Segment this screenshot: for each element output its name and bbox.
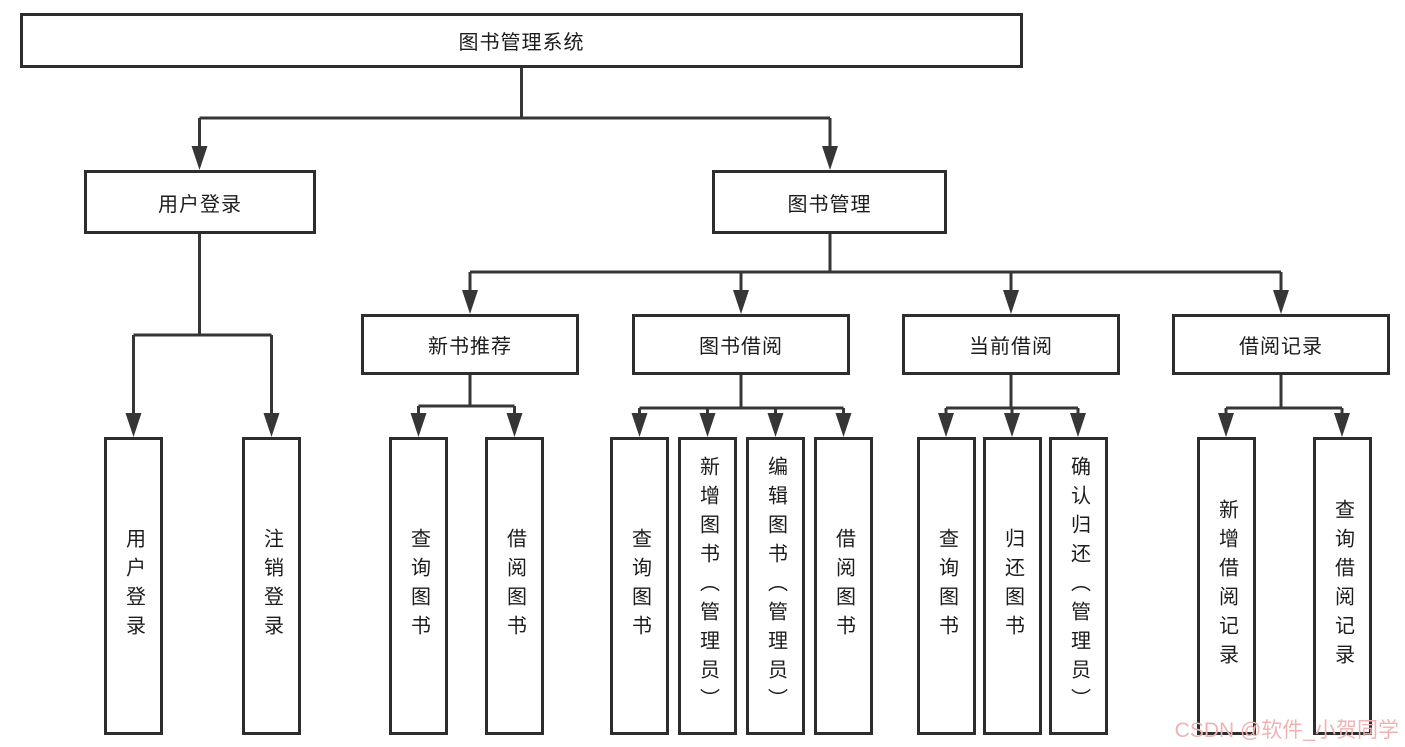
leaf-logout: 注销登录 bbox=[242, 437, 301, 735]
leaf-borrow-query-books: 查询图书 bbox=[610, 437, 669, 735]
leaf-current-query-books: 查询图书 bbox=[917, 437, 976, 735]
leaf-query-borrow-record: 查询借阅记录 bbox=[1313, 437, 1372, 735]
leaf-confirm-return-admin-label: 确认归还（管理员） bbox=[1067, 455, 1090, 717]
node-current-borrow-label: 当前借阅 bbox=[969, 336, 1053, 358]
leaf-edit-books-admin: 编辑图书（管理员） bbox=[746, 437, 805, 735]
leaf-edit-books-admin-label: 编辑图书（管理员） bbox=[764, 455, 787, 717]
leaf-return-books: 归还图书 bbox=[983, 437, 1042, 735]
node-new-book-recommend: 新书推荐 bbox=[361, 314, 579, 375]
leaf-borrow-books-label: 借阅图书 bbox=[832, 528, 855, 644]
leaf-newrec-query-books: 查询图书 bbox=[389, 437, 448, 735]
leaf-add-borrow-record: 新增借阅记录 bbox=[1197, 437, 1256, 735]
node-book-management-label: 图书管理 bbox=[787, 193, 872, 216]
leaf-user-login: 用户登录 bbox=[104, 437, 163, 735]
node-book-borrow-label: 图书借阅 bbox=[699, 336, 783, 358]
leaf-borrow-query-books-label: 查询图书 bbox=[628, 528, 651, 644]
leaf-logout-label: 注销登录 bbox=[260, 528, 283, 644]
leaf-newrec-borrow-books: 借阅图书 bbox=[485, 437, 544, 735]
leaf-borrow-books: 借阅图书 bbox=[814, 437, 873, 735]
leaf-newrec-borrow-books-label: 借阅图书 bbox=[503, 528, 526, 644]
node-book-management: 图书管理 bbox=[712, 170, 947, 234]
leaf-add-books-admin: 新增图书（管理员） bbox=[678, 437, 737, 735]
node-current-borrow: 当前借阅 bbox=[902, 314, 1120, 375]
leaf-add-books-admin-label: 新增图书（管理员） bbox=[696, 455, 719, 717]
node-root-label: 图书管理系统 bbox=[458, 32, 585, 54]
node-user-login: 用户登录 bbox=[84, 170, 316, 234]
leaf-user-login-label: 用户登录 bbox=[122, 528, 145, 644]
leaf-return-books-label: 归还图书 bbox=[1001, 528, 1024, 644]
leaf-newrec-query-books-label: 查询图书 bbox=[407, 528, 430, 644]
node-borrow-records-label: 借阅记录 bbox=[1239, 336, 1323, 358]
node-user-login-label: 用户登录 bbox=[158, 193, 242, 216]
node-new-book-recommend-label: 新书推荐 bbox=[428, 336, 512, 358]
leaf-current-query-books-label: 查询图书 bbox=[935, 528, 958, 644]
leaf-confirm-return-admin: 确认归还（管理员） bbox=[1049, 437, 1108, 735]
node-book-borrow: 图书借阅 bbox=[632, 314, 850, 375]
node-root: 图书管理系统 bbox=[20, 13, 1023, 68]
leaf-add-borrow-record-label: 新增借阅记录 bbox=[1215, 499, 1238, 673]
leaf-query-borrow-record-label: 查询借阅记录 bbox=[1331, 499, 1354, 673]
csdn-watermark: CSDN @软件_小贺同学 bbox=[1174, 719, 1399, 742]
node-borrow-records: 借阅记录 bbox=[1172, 314, 1390, 375]
